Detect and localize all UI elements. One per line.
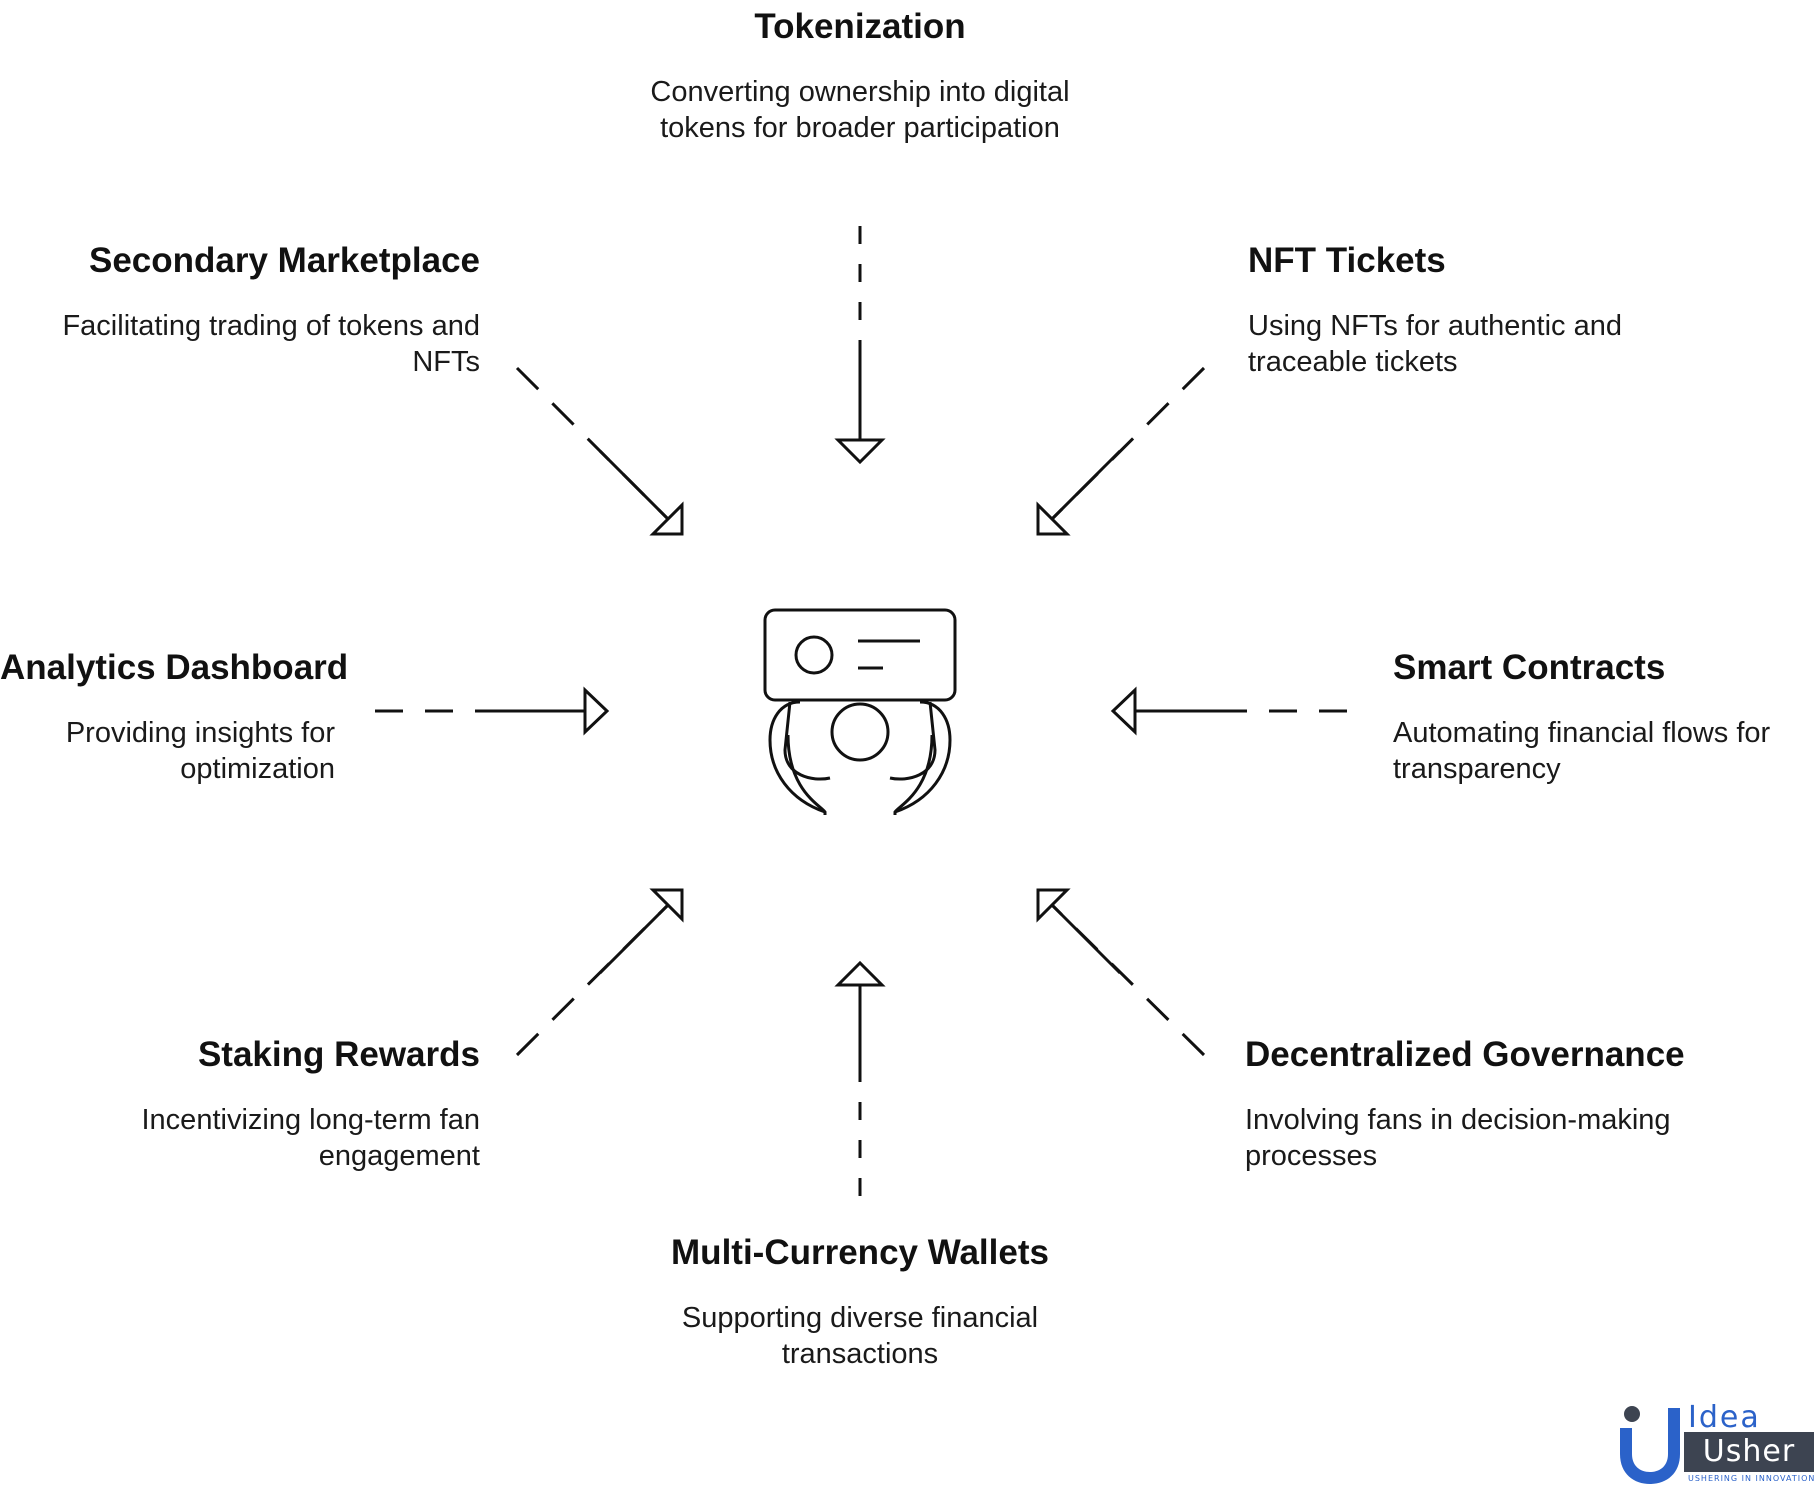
node-title: Multi-Currency Wallets — [671, 1233, 1049, 1272]
node-description: Providing insights for optimization — [65, 717, 335, 785]
node-decentralized-governance: Decentralized Governance Involving fans … — [1245, 1034, 1685, 1174]
arrow-staking-rewards — [515, 888, 684, 1057]
node-description: Incentivizing long-term fan engagement — [141, 1104, 481, 1172]
node-description: Converting ownership into digital tokens… — [650, 76, 1070, 144]
node-description: Using NFTs for authentic and traceable t… — [1248, 310, 1622, 378]
node-title: NFT Tickets — [1248, 241, 1446, 280]
node-title: Smart Contracts — [1393, 648, 1666, 687]
logo-u-mark-icon — [1620, 1406, 1680, 1484]
node-description: Involving fans in decision-making proces… — [1245, 1104, 1671, 1172]
node-description: Facilitating trading of tokens and NFTs — [62, 310, 480, 378]
node-multi-currency-wallets: Multi-Currency Wallets Supporting divers… — [620, 1232, 1100, 1372]
node-title: Secondary Marketplace — [88, 241, 480, 280]
idea-usher-logo: Idea Usher USHERING IN INNOVATION — [1612, 1402, 1820, 1486]
person-holding-id-card-icon — [763, 608, 957, 815]
node-description: Automating financial flows for transpare… — [1393, 717, 1771, 785]
node-smart-contracts: Smart Contracts Automating financial flo… — [1393, 647, 1813, 787]
node-analytics-dashboard: Analytics Dashboard Providing insights f… — [0, 647, 349, 787]
node-description: Supporting diverse financial transaction… — [681, 1302, 1039, 1370]
arrow-nft-tickets — [1036, 366, 1206, 536]
node-title: Analytics Dashboard — [0, 648, 349, 687]
logo-text-top: Idea — [1688, 1400, 1761, 1435]
arrow-analytics-dashboard — [375, 686, 610, 736]
arrow-multi-currency-wallets — [834, 960, 886, 1196]
arrow-tokenization — [834, 226, 886, 465]
arrow-secondary-marketplace — [515, 366, 684, 536]
node-nft-tickets: NFT Tickets Using NFTs for authentic and… — [1248, 240, 1688, 380]
logo-tagline: USHERING IN INNOVATION — [1688, 1474, 1816, 1483]
logo-text-bottom: Usher — [1684, 1432, 1814, 1472]
node-staking-rewards: Staking Rewards Incentivizing long-term … — [60, 1034, 481, 1174]
node-title: Staking Rewards — [197, 1035, 480, 1074]
node-tokenization: Tokenization Converting ownership into d… — [610, 6, 1110, 146]
node-title: Decentralized Governance — [1245, 1035, 1685, 1074]
node-secondary-marketplace: Secondary Marketplace Facilitating tradi… — [40, 240, 480, 380]
arrow-decentralized-governance — [1036, 888, 1206, 1057]
node-title: Tokenization — [754, 7, 966, 46]
arrow-smart-contracts — [1110, 686, 1347, 736]
